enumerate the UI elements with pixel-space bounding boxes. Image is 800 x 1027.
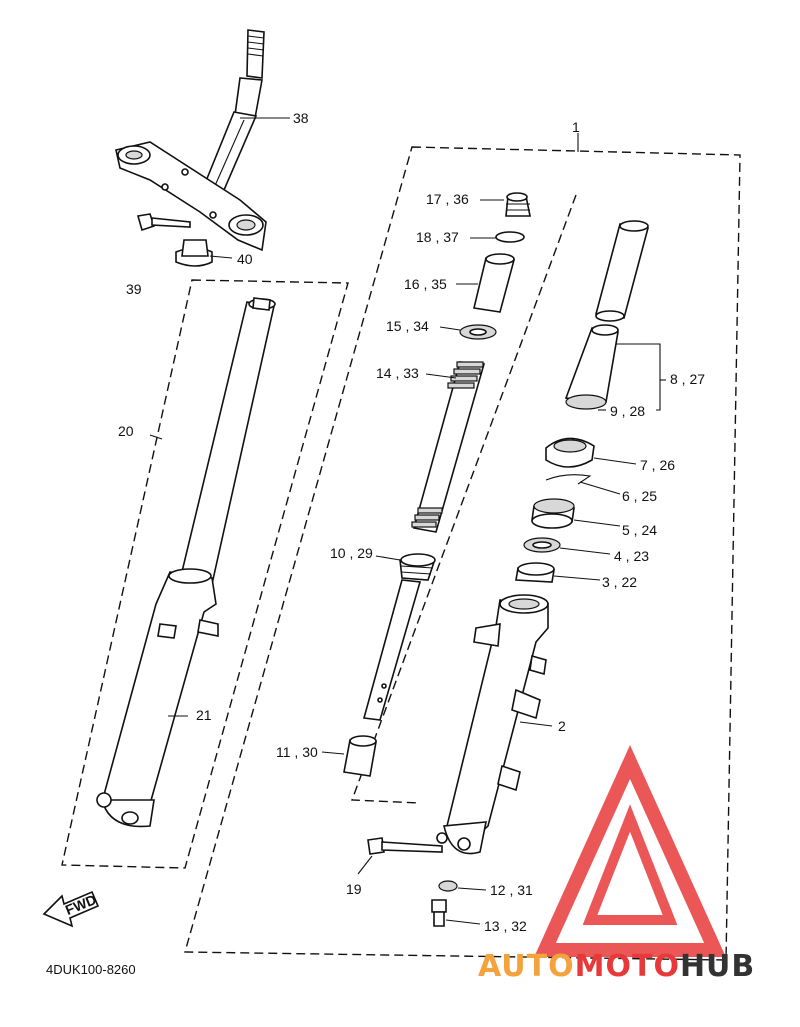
watermark-logo-icon	[534, 745, 726, 957]
label-17: 17 , 36	[426, 191, 469, 207]
bolt-39	[136, 213, 191, 232]
label-39: 39	[126, 281, 142, 297]
right-fork-group-outline	[184, 146, 741, 961]
label-1: 1	[572, 119, 580, 135]
label-12: 12 , 31	[490, 882, 533, 898]
watermark-text: AUTOMOTOHUB	[478, 949, 755, 984]
bushing-3	[515, 562, 555, 583]
label-7: 7 , 26	[640, 457, 675, 473]
damper-rod-10	[362, 553, 436, 721]
outer-tube-2	[436, 594, 549, 855]
label-15: 15 , 34	[386, 318, 429, 334]
label-9: 9 , 28	[610, 403, 645, 419]
clip-6	[545, 474, 592, 485]
dust-seal-7	[545, 437, 595, 468]
label-38: 38	[293, 110, 309, 126]
gasket-12	[438, 880, 458, 892]
label-5: 5 , 24	[622, 522, 657, 538]
label-4: 4 , 23	[614, 548, 649, 564]
nut-40	[175, 239, 213, 267]
inner-tube-lower	[564, 324, 619, 410]
label-18: 18 , 37	[416, 229, 459, 245]
label-20: 20	[118, 423, 134, 439]
fwd-arrow-icon: FWD	[42, 890, 100, 928]
label-6: 6 , 25	[622, 488, 657, 504]
axle-bolt-19	[367, 837, 443, 855]
under-bracket	[115, 141, 267, 252]
damper-group-outline	[351, 194, 577, 804]
label-10: 10 , 29	[330, 545, 373, 561]
cap-bolt-17	[505, 192, 531, 217]
label-3: 3 , 22	[602, 574, 637, 590]
inner-tube-upper	[594, 220, 650, 322]
label-40: 40	[237, 251, 253, 267]
washer-4	[523, 537, 561, 553]
label-21: 21	[196, 707, 212, 723]
label-13: 13 , 32	[484, 918, 527, 934]
label-8: 8 , 27	[670, 371, 705, 387]
left-fork-group-outline	[61, 279, 349, 869]
label-14: 14 , 33	[376, 365, 419, 381]
drain-bolt-13	[431, 899, 447, 927]
steering-stem	[202, 29, 265, 191]
label-2: 2	[558, 718, 566, 734]
label-16: 16 , 35	[404, 276, 447, 292]
washer-15	[459, 324, 497, 340]
left-fork-assembly	[96, 297, 276, 828]
spacer-16	[473, 253, 516, 313]
o-ring-18	[495, 231, 525, 243]
label-11: 11 , 30	[276, 744, 318, 760]
label-19: 19	[346, 881, 362, 897]
taper-spindle-11	[343, 735, 377, 777]
diagram-code: 4DUK100-8260	[46, 962, 136, 977]
fork-spring-14	[411, 361, 486, 533]
oil-seal-5	[531, 498, 575, 529]
